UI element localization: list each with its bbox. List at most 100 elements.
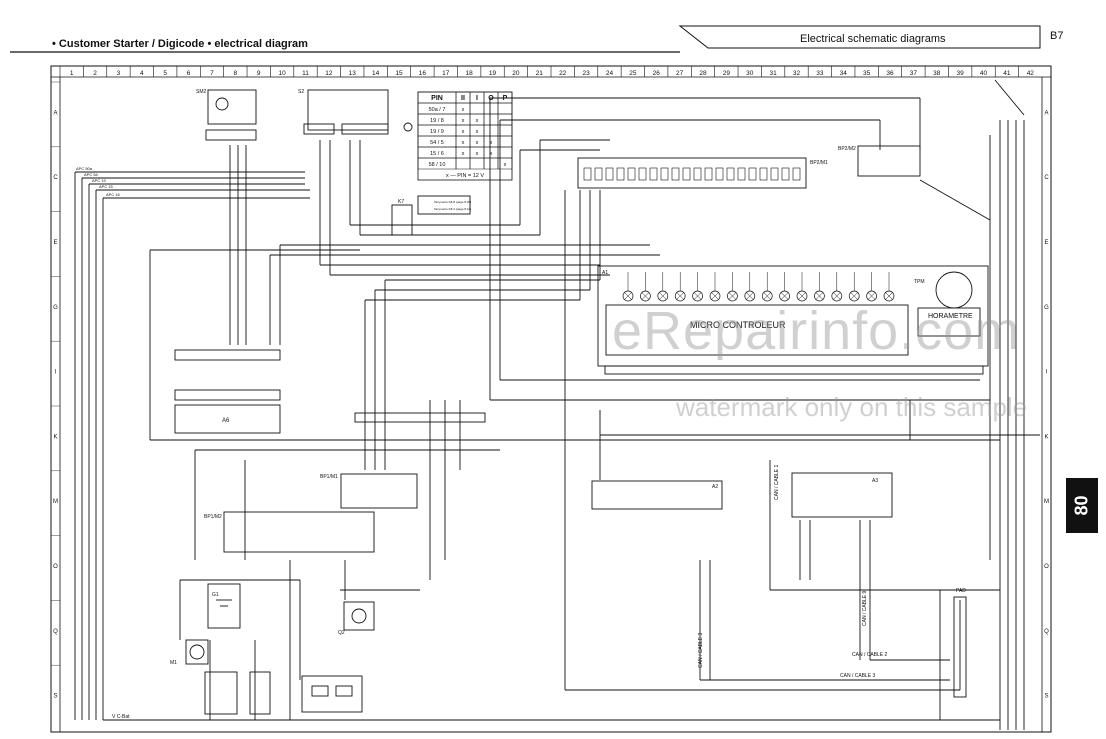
column-number: 8 [234, 70, 238, 77]
pin-table-text: x [476, 151, 479, 157]
lamp-cross [676, 292, 684, 300]
row-letter-right: G [1044, 305, 1049, 311]
row-letter-left: Q [53, 629, 58, 635]
solenoid-y1 [301, 675, 363, 713]
pin-table-text: I [476, 95, 478, 102]
column-number: 31 [770, 70, 778, 77]
column-number: 42 [1027, 70, 1035, 77]
connector-pin [583, 167, 592, 181]
fuse-f1 [204, 671, 271, 715]
row-letter-left: O [53, 564, 58, 570]
column-number: 27 [676, 70, 684, 77]
chapter-side-tab: 80 [1066, 478, 1098, 533]
bp1m1-label: BP1/M1 [320, 474, 338, 480]
starter-motor-m1: M1 [170, 639, 209, 666]
pin-table-text: x [462, 107, 465, 113]
pin-table-text: 19 / 9 [430, 129, 444, 135]
pin-table-text: x [462, 118, 465, 124]
row-letter-right: A [1044, 110, 1048, 116]
pin-table-cell [455, 157, 471, 170]
rpm-signal-note-2: Tacymetre K8-2 (page 8.10) [434, 207, 471, 211]
bp2m2-label: BP2/M2 [838, 146, 856, 152]
column-number: 3 [117, 70, 121, 77]
connector-pin [682, 167, 691, 181]
column-number: 23 [582, 70, 590, 77]
column-number: 41 [1003, 70, 1011, 77]
pin-table-text: 54 / 5 [430, 140, 444, 146]
pad-label: PAD [956, 588, 966, 594]
column-number: 20 [512, 70, 520, 77]
column-number: 7 [210, 70, 214, 77]
connector-pin [605, 167, 614, 181]
pin-table-footer: x — PIN = 12 V [446, 173, 484, 179]
lamp-cross [728, 292, 737, 300]
row-letter-left: S [53, 694, 57, 700]
column-number: 40 [980, 70, 988, 77]
module-a6: A6 [174, 389, 281, 434]
column-number: 38 [933, 70, 941, 77]
column-number: 26 [653, 70, 661, 77]
pin-table-cell [497, 102, 513, 115]
can-cable-9-label: CAN / CABLE 9 [862, 590, 868, 626]
apc19-label: APC 19 [92, 178, 107, 183]
pin-table-cell [469, 102, 485, 115]
pin-table-text: x [476, 118, 479, 124]
column-number: 39 [957, 70, 965, 77]
column-number: 6 [187, 70, 191, 77]
apc50a-label: APC 50a [76, 166, 93, 171]
connector-pin [616, 167, 625, 181]
column-number: 13 [349, 70, 357, 77]
row-letter-right: M [1044, 499, 1049, 505]
module-a3: A3 [791, 472, 893, 518]
column-number: 19 [489, 70, 497, 77]
column-number: 32 [793, 70, 801, 77]
connector-pin [770, 167, 779, 181]
lamp-cross [711, 292, 719, 300]
lamp-cross [780, 292, 789, 300]
a1-label: A1 [602, 270, 608, 276]
lamp-cross [798, 292, 806, 300]
connector-pin [759, 167, 768, 181]
lamp-cross [885, 292, 893, 300]
pin-table-text: O [488, 95, 494, 102]
pin-table-text: x [490, 151, 493, 157]
a3-label: A3 [872, 478, 878, 484]
apc15-label: APC 15 [99, 184, 114, 189]
pin-table-text: x [504, 162, 507, 168]
can-cable-3b-label: CAN / CABLE 3 [840, 673, 876, 679]
pin-table-text: 19 / 8 [430, 118, 444, 124]
lamp-cross [641, 292, 650, 300]
lamp-cross [624, 292, 632, 300]
connector-bp2m2: BP2/M2 [838, 145, 921, 177]
pin-table-cell [483, 157, 499, 170]
connector-pin [726, 167, 735, 181]
pin-table-text: 50a / 7 [429, 107, 446, 113]
lamp-cross [850, 292, 858, 300]
lamp-cross [693, 292, 702, 300]
pin-table-text: 58 / 10 [429, 162, 446, 168]
lamp-cross [659, 292, 667, 300]
a6-label: A6 [222, 418, 230, 424]
connector-pin [638, 167, 647, 181]
row-letter-left: M [53, 499, 58, 505]
column-number: 10 [279, 70, 287, 77]
vbat-label: V C-Bat [112, 714, 130, 720]
connector-pin [649, 167, 658, 181]
row-letter-left: K [53, 434, 57, 440]
row-letter-left: G [53, 305, 58, 311]
module-a2: A2 [591, 480, 723, 510]
can-cable-2-label: CAN / CABLE 2 [852, 652, 888, 658]
connector-pin [693, 167, 702, 181]
row-letter-right: K [1044, 434, 1048, 440]
lamp-cross [815, 292, 824, 300]
component-s2: S2 [298, 89, 413, 135]
column-number: 36 [886, 70, 894, 77]
component-q2: Q2 [338, 601, 375, 636]
connector-pin [748, 167, 757, 181]
watermark-subtext: watermark only on this sample [676, 392, 1028, 422]
connector-pin [781, 167, 790, 181]
row-letter-right: I [1046, 370, 1048, 376]
connector-pin [660, 167, 669, 181]
fusebox-bp1m1: BP1/M1 [320, 473, 418, 509]
